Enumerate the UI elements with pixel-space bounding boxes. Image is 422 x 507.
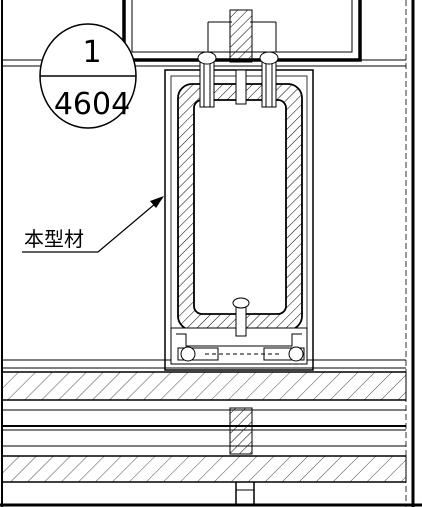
callout: 本型材 xyxy=(22,196,164,253)
top-bolts xyxy=(197,51,279,108)
mullion-profile xyxy=(164,69,314,371)
slab-band xyxy=(1,371,407,401)
glass-lines xyxy=(2,407,406,455)
bottom-bolt xyxy=(232,297,250,337)
detail-number: 1 xyxy=(82,35,101,70)
lower-band xyxy=(1,455,407,505)
callout-label: 本型材 xyxy=(24,227,84,251)
detail-bubble: 1 4604 xyxy=(39,23,137,129)
top-channel xyxy=(122,0,362,63)
clamp-bolts xyxy=(177,346,305,362)
detail-sheet: 4604 xyxy=(54,87,130,122)
arrow-icon xyxy=(150,196,164,208)
